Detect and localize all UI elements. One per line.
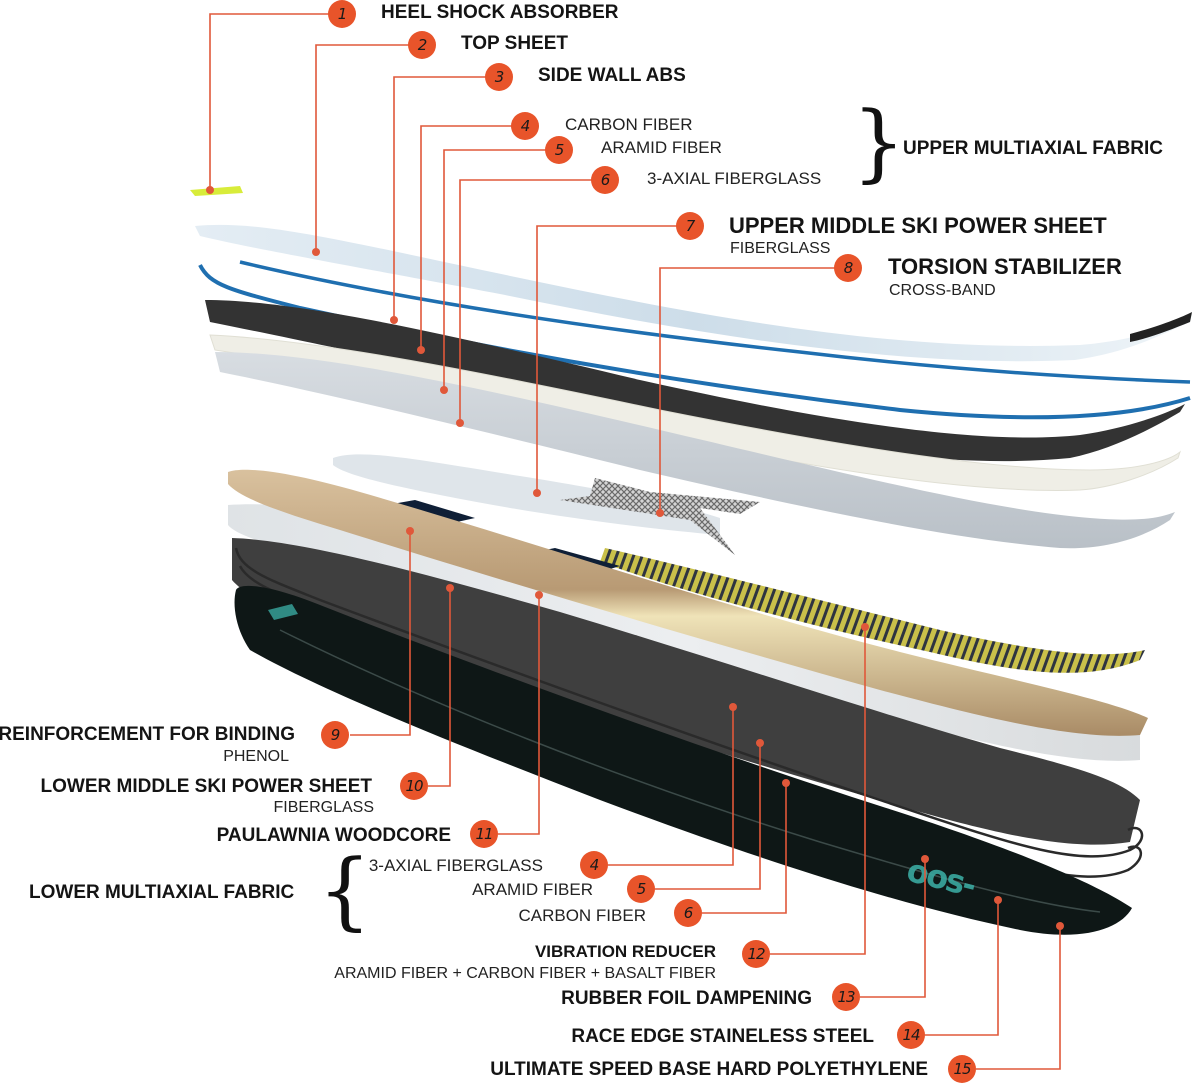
label-lower-middle-power-sheet-sub: FIBERGLASS (273, 799, 374, 816)
marker-2: 2 (408, 31, 436, 59)
callout-line-8 (659, 267, 835, 513)
label-lower-middle-power-sheet: LOWER MIDDLE SKI POWER SHEET (40, 776, 372, 797)
side-wall-abs-strip-upper (239, 260, 1191, 384)
callout-line-12 (770, 627, 866, 955)
label-torsion-stabilizer: TORSION STABILIZER (888, 254, 1122, 279)
top-sheet-layer (195, 224, 1192, 362)
callout-dot-10 (446, 584, 454, 592)
label-3-axial-fiberglass-lower: 3-AXIAL FIBERGLASS (368, 856, 543, 875)
callout-dot-5 (440, 386, 448, 394)
top-sheet-tip (1130, 312, 1192, 342)
carbon-fiber-layer (205, 300, 1185, 462)
marker-1: 1 (328, 0, 356, 28)
callout-line-15 (976, 926, 1061, 1070)
callout-line-7 (536, 225, 677, 493)
marker-10: 10 (400, 772, 428, 800)
marker-14: 14 (897, 1021, 925, 1049)
label-reinforcement-for-binding: REINFORCEMENT FOR BINDING (0, 724, 295, 745)
marker-5-lower: 5 (627, 875, 655, 903)
callout-dot-8 (656, 509, 664, 517)
marker-8: 8 (834, 254, 862, 282)
callout-dot-15 (1056, 922, 1064, 930)
brace-upper: } (852, 93, 906, 191)
callout-dot-11 (535, 591, 543, 599)
vibration-reducer-layer (600, 548, 1145, 673)
callout-line-4b (608, 707, 734, 866)
marker-13: 13 (832, 983, 860, 1011)
callout-line-11 (498, 595, 540, 835)
label-top-sheet: TOP SHEET (461, 33, 568, 54)
callout-dot-9 (406, 527, 414, 535)
label-torsion-stabilizer-sub: CROSS-BAND (889, 282, 996, 299)
callout-line-14 (925, 900, 999, 1036)
callout-dot-14 (994, 896, 1002, 904)
label-race-edge: RACE EDGE STAINELESS STEEL (571, 1026, 874, 1047)
heel-shock-absorber-layer (190, 186, 243, 196)
callout-dot-6 (456, 419, 464, 427)
label-heel-shock-absorber: HEEL SHOCK ABSORBER (381, 2, 619, 23)
label-aramid-fiber-upper: ARAMID FIBER (601, 138, 722, 157)
side-wall-abs-strip-lower (198, 264, 1191, 420)
rubber-foil-layer (234, 547, 1144, 858)
brace-lower: { (318, 841, 372, 939)
callout-line-6 (459, 179, 592, 423)
label-3-axial-fiberglass-upper: 3-AXIAL FIBERGLASS (647, 169, 822, 188)
label-rubber-foil-dampening: RUBBER FOIL DAMPENING (561, 988, 812, 1009)
callout-dot-7 (533, 489, 541, 497)
base-layer (234, 585, 1132, 935)
label-vibration-reducer-sub: ARAMID FIBER + CARBON FIBER + BASALT FIB… (334, 965, 716, 982)
woodcore-layer (228, 469, 1148, 736)
marker-4: 4 (511, 112, 539, 140)
label-vibration-reducer: VIBRATION REDUCER (534, 942, 716, 961)
label-aramid-fiber-lower: ARAMID FIBER (472, 880, 593, 899)
marker-12: 12 (742, 940, 770, 968)
callout-line-13 (860, 859, 926, 998)
callout-dot-1 (206, 186, 214, 194)
marker-11: 11 (470, 820, 498, 848)
callout-line-2 (315, 44, 410, 252)
marker-3: 3 (485, 63, 513, 91)
callout-line-3 (393, 76, 487, 320)
label-side-wall-abs: SIDE WALL ABS (538, 65, 686, 86)
callout-dot-3 (390, 316, 398, 324)
callout-line-5b (655, 743, 761, 890)
label-upper-multiaxial-fabric: UPPER MULTIAXIAL FABRIC (903, 138, 1164, 159)
callout-line-9 (350, 531, 411, 736)
callout-line-1 (209, 13, 330, 190)
callout-dot-4b (729, 703, 737, 711)
label-lower-multiaxial-fabric: LOWER MULTIAXIAL FABRIC (29, 882, 295, 903)
lower-fabric-layer (232, 538, 1140, 845)
base-tail-logo (268, 604, 298, 620)
callout-line-4 (420, 125, 513, 350)
label-upper-middle-power-sheet: UPPER MIDDLE SKI POWER SHEET (729, 213, 1107, 238)
label-carbon-fiber-lower: CARBON FIBER (518, 906, 646, 925)
callout-dot-6b (782, 779, 790, 787)
upper-power-sheet-layer (333, 454, 720, 535)
marker-6-lower: 6 (674, 899, 702, 927)
callout-dot-2 (312, 248, 320, 256)
label-reinforcement-sub: PHENOL (223, 748, 289, 765)
label-paulawnia-woodcore: PAULAWNIA WOODCORE (216, 825, 451, 846)
marker-5: 5 (545, 136, 573, 164)
torsion-stabilizer-layer (560, 478, 760, 555)
marker-9: 9 (321, 721, 349, 749)
label-ultimate-speed-base: ULTIMATE SPEED BASE HARD POLYETHYLENE (490, 1059, 928, 1080)
callout-line-5 (443, 149, 546, 390)
callout-dot-12 (861, 623, 869, 631)
marker-7: 7 (676, 212, 704, 240)
marker-6: 6 (591, 166, 619, 194)
callout-dot-5b (756, 739, 764, 747)
callout-line-6b (702, 783, 787, 914)
3-axial-fiberglass-layer (215, 352, 1175, 549)
marker-4-lower: 4 (580, 851, 608, 879)
marker-15: 15 (948, 1055, 976, 1083)
callout-line-10 (428, 588, 451, 787)
label-upper-middle-power-sheet-sub: FIBERGLASS (730, 240, 831, 257)
callout-dot-13 (921, 855, 929, 863)
callout-dot-4 (417, 346, 425, 354)
label-carbon-fiber-upper: CARBON FIBER (565, 115, 693, 134)
